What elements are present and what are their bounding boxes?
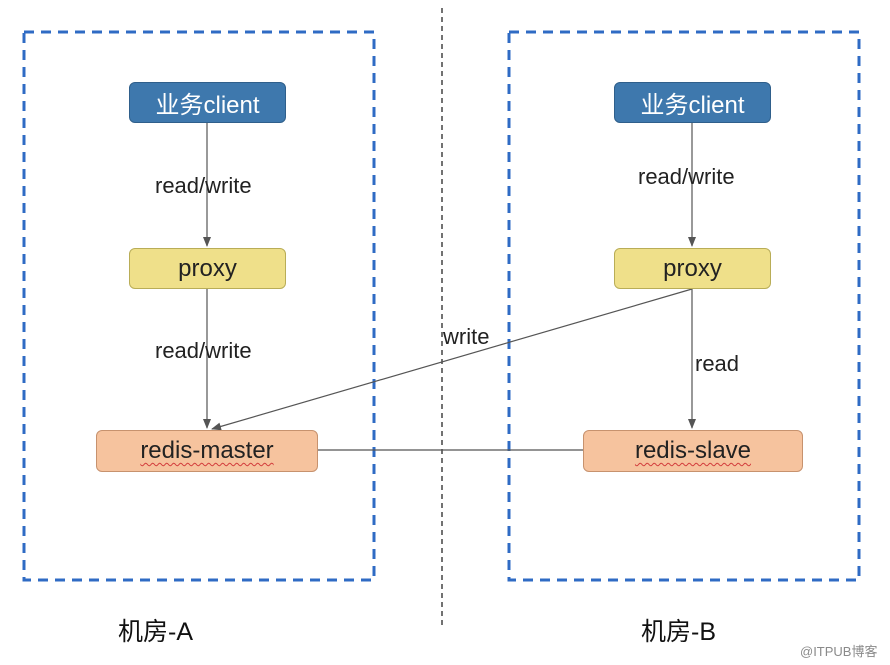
room-b-boundary <box>507 30 861 582</box>
edge-label-client-a-proxy-a: read/write <box>155 173 252 198</box>
edge-label-client-b-proxy-b: read/write <box>638 164 735 189</box>
edge-label-proxy-b-slave: read <box>695 351 740 376</box>
room-b-label: 机房-B <box>641 618 717 646</box>
redis-master-node: redis-master <box>96 430 318 472</box>
client-node-a: 业务client <box>129 82 286 123</box>
redis-slave-label: redis-slave <box>634 437 752 464</box>
edge-proxy-b-master <box>211 288 693 431</box>
redis-master-label: redis-master <box>140 437 274 464</box>
client-node-b: 业务client <box>614 82 771 123</box>
watermark-text: @ITPUB博客 <box>800 644 878 659</box>
proxy-node-b: proxy <box>614 248 771 289</box>
room-a-label: 机房-A <box>118 618 194 646</box>
room-a-boundary <box>22 30 376 582</box>
proxy-node-a: proxy <box>129 248 286 289</box>
edge-label-proxy-b-master: write <box>443 324 490 349</box>
redis-slave-node: redis-slave <box>583 430 803 472</box>
edge-label-proxy-a-master: read/write <box>155 338 252 363</box>
